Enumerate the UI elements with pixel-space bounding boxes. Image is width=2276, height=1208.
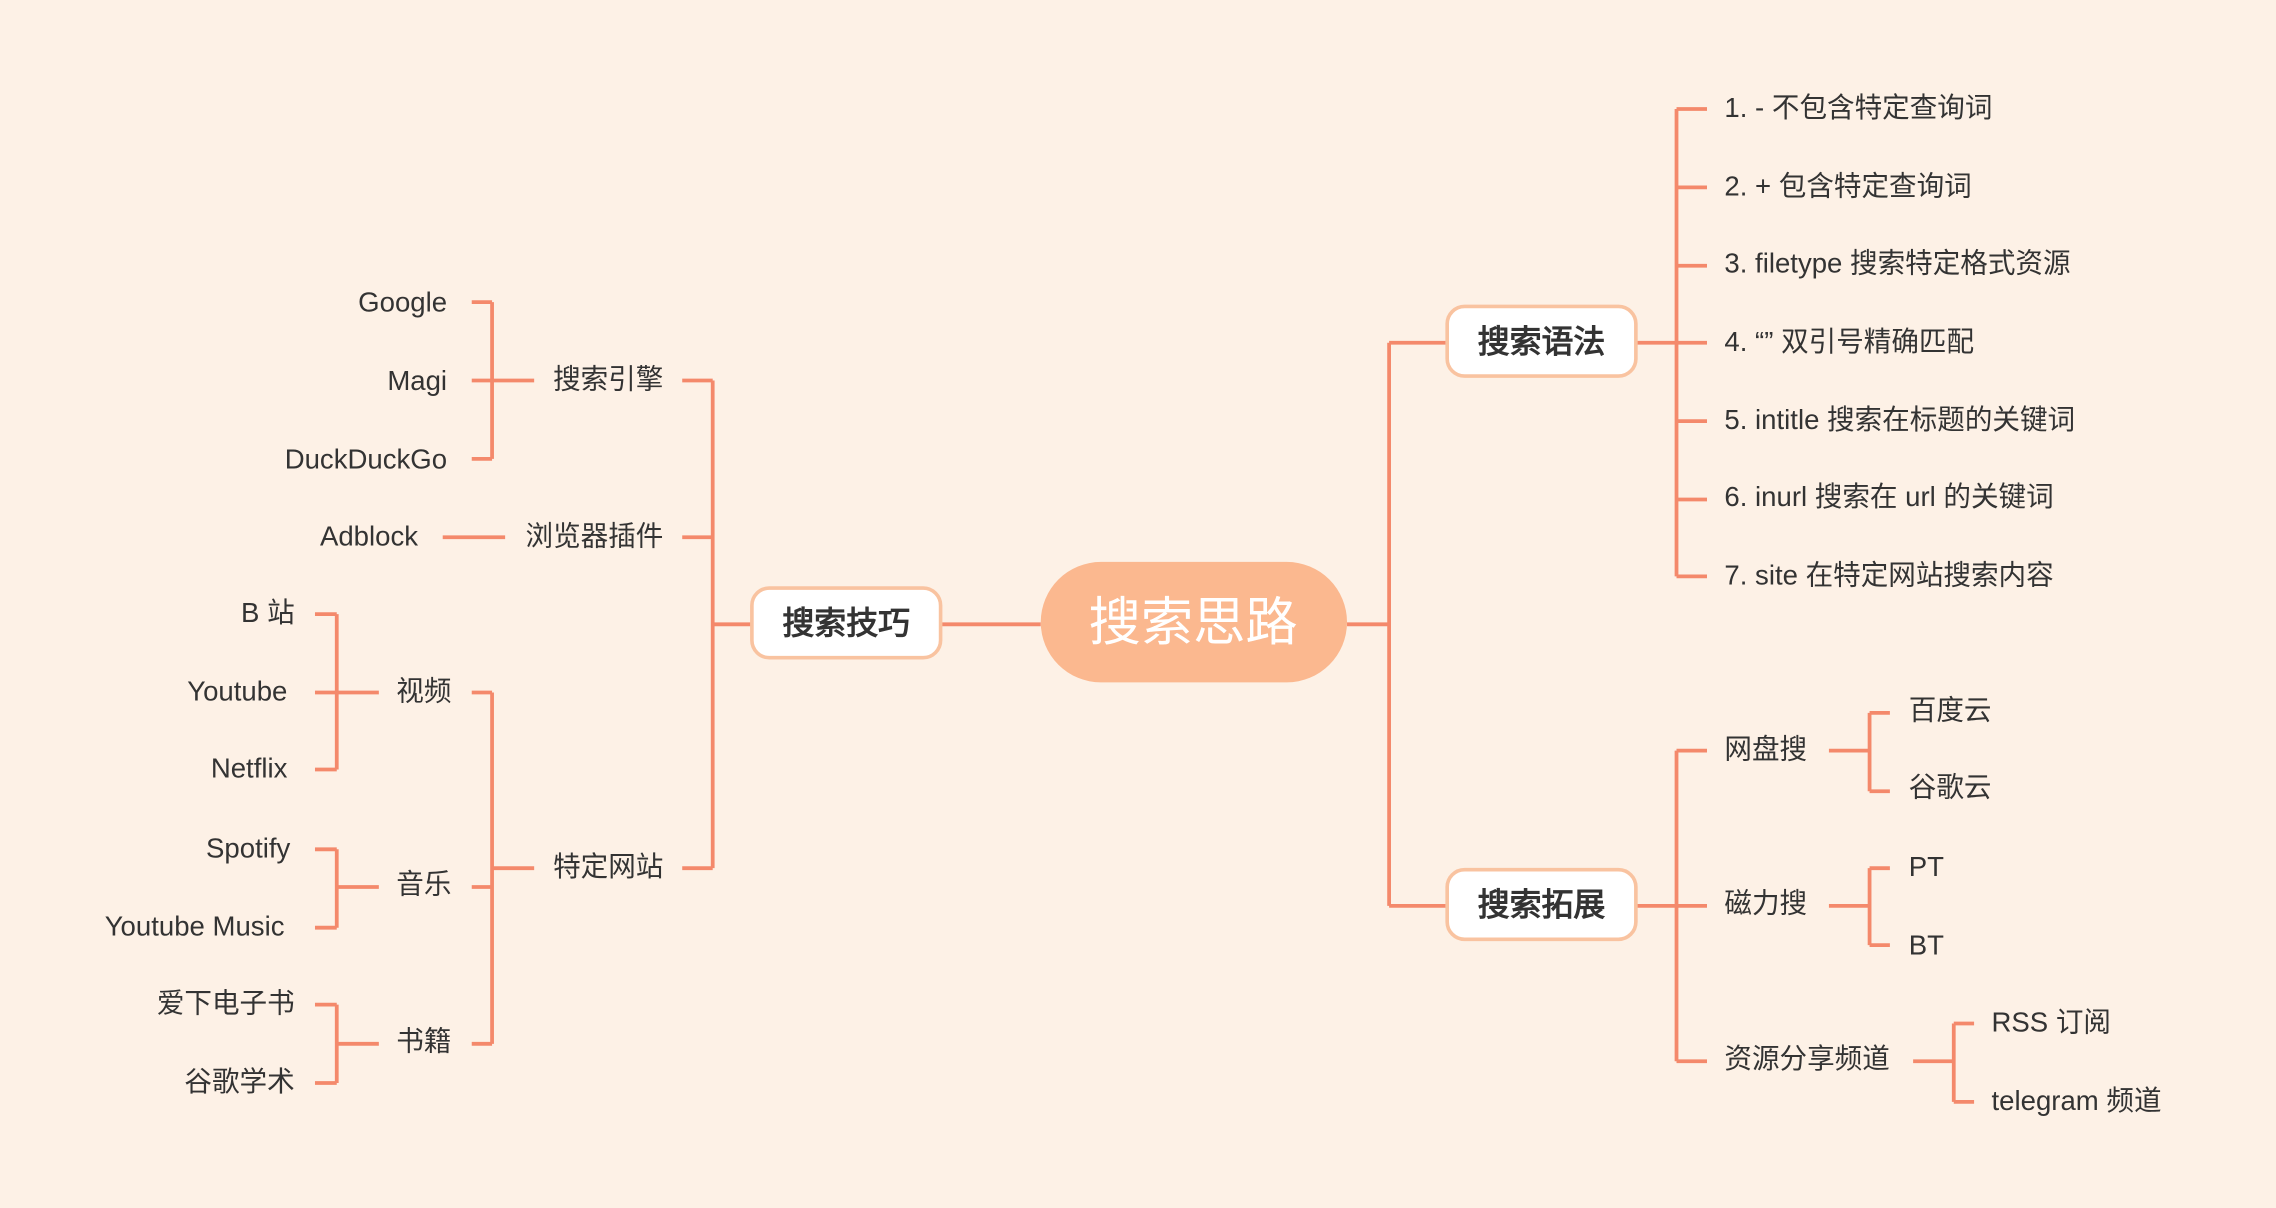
leaf-google-cloud[interactable]: 谷歌云	[1909, 771, 1992, 802]
leaf-telegram[interactable]: telegram 频道	[1992, 1085, 2162, 1116]
subtopic-video[interactable]: 视频	[396, 676, 451, 707]
subtopic-engines[interactable]: 搜索引擎	[553, 364, 663, 395]
subtopic-magnet-search[interactable]: 磁力搜	[1724, 888, 1807, 919]
connector-syntax	[1635, 107, 1707, 579]
subtopic-plugins[interactable]: 浏览器插件	[526, 520, 664, 551]
leaf-baidu-cloud[interactable]: 百度云	[1909, 694, 1992, 725]
leaf-netflix[interactable]: Netflix	[211, 753, 288, 784]
connectors	[314, 107, 1975, 1104]
syntax-item[interactable]: 2. + 包含特定查询词	[1724, 170, 1971, 201]
connector-video	[314, 612, 379, 772]
syntax-item[interactable]: 5. intitle 搜索在标题的关键词	[1724, 404, 2075, 435]
leaf-youtube[interactable]: Youtube	[187, 676, 287, 707]
syntax-item[interactable]: 6. inurl 搜索在 url 的关键词	[1724, 481, 2053, 512]
connector-engines	[471, 300, 535, 461]
topic-search-expand-label: 搜索拓展	[1478, 885, 1606, 923]
leaf-adblock[interactable]: Adblock	[320, 520, 418, 551]
topic-search-skills-label: 搜索技巧	[782, 604, 910, 642]
syntax-item[interactable]: 1. - 不包含特定查询词	[1724, 92, 1992, 123]
connector-magnet	[1828, 866, 1890, 947]
leaf-magi[interactable]: Magi	[387, 365, 447, 396]
connector-cloud	[1828, 710, 1890, 794]
connector-share	[1913, 1021, 1975, 1104]
connector-sites	[471, 690, 535, 1046]
subtopic-music[interactable]: 音乐	[396, 869, 451, 900]
leaf-duckduckgo[interactable]: DuckDuckGo	[285, 443, 447, 474]
central-topic-label: 搜索思路	[1089, 593, 1298, 653]
leaf-ixdzs[interactable]: 爱下电子书	[157, 988, 295, 1019]
leaf-bilibili[interactable]: B 站	[241, 597, 295, 628]
connector-center-right	[1347, 340, 1448, 908]
leaf-youtube-music[interactable]: Youtube Music	[105, 911, 285, 942]
connector-expand	[1635, 748, 1707, 1064]
subtopic-cloud-search[interactable]: 网盘搜	[1724, 734, 1807, 765]
topic-search-skills[interactable]: 搜索技巧	[750, 586, 943, 660]
syntax-item[interactable]: 4. “” 双引号精确匹配	[1724, 326, 1974, 357]
syntax-item[interactable]: 3. filetype 搜索特定格式资源	[1724, 247, 2070, 278]
leaf-spotify[interactable]: Spotify	[206, 832, 290, 863]
subtopic-books[interactable]: 书籍	[396, 1025, 451, 1056]
leaf-google[interactable]: Google	[358, 287, 447, 318]
connector-books	[314, 1002, 379, 1085]
central-topic[interactable]: 搜索思路	[1040, 561, 1348, 683]
leaf-google-scholar[interactable]: 谷歌学术	[184, 1066, 294, 1097]
connector-music	[314, 847, 379, 930]
leaf-pt[interactable]: PT	[1909, 851, 1944, 882]
topic-search-syntax-label: 搜索语法	[1478, 322, 1606, 360]
connector-skills	[682, 378, 752, 871]
topic-search-syntax[interactable]: 搜索语法	[1445, 304, 1638, 378]
subtopic-sites[interactable]: 特定网站	[553, 851, 663, 882]
topic-search-expand[interactable]: 搜索拓展	[1445, 867, 1638, 942]
leaf-bt[interactable]: BT	[1909, 930, 1944, 961]
subtopic-share-channels[interactable]: 资源分享频道	[1724, 1043, 1889, 1074]
syntax-item[interactable]: 7. site 在特定网站搜索内容	[1724, 559, 2053, 590]
leaf-rss[interactable]: RSS 订阅	[1992, 1007, 2111, 1038]
